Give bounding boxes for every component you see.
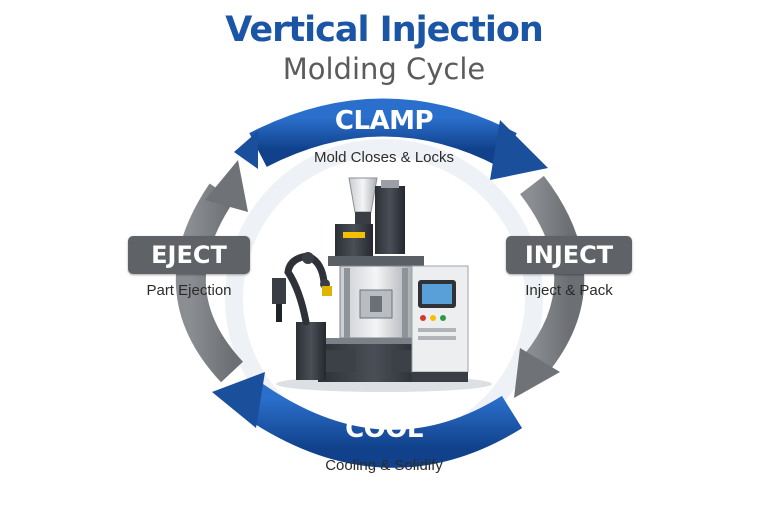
diagram-subtitle: Molding Cycle <box>282 52 486 86</box>
clamp-caption: Mold Closes & Locks <box>313 149 455 166</box>
inject-arrow <box>514 175 585 398</box>
diagram-title: Vertical Injection <box>225 10 544 50</box>
inject-badge: INJECT <box>506 236 632 274</box>
eject-arrow <box>175 160 248 383</box>
cool-label: COOL <box>345 414 423 444</box>
cool-caption: Cooling & Solidify <box>325 457 443 474</box>
clamp-label: CLAMP <box>334 106 434 136</box>
eject-badge: EJECT <box>128 236 250 274</box>
injection-molding-machine-icon <box>276 177 492 392</box>
robot-arm-icon <box>272 252 332 380</box>
inject-caption: Inject & Pack <box>525 282 613 299</box>
cool-arrow <box>212 372 523 468</box>
eject-caption: Part Ejection <box>146 282 232 299</box>
clamp-arrow <box>234 98 548 180</box>
